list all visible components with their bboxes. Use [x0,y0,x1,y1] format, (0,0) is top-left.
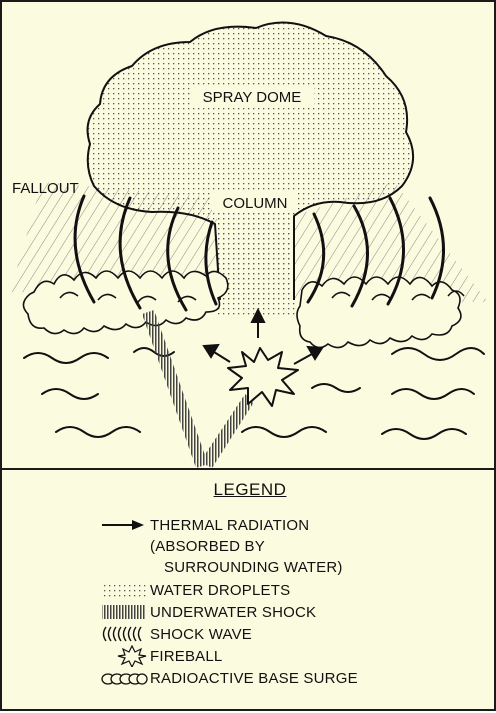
underwater-shock-swatch-icon [98,601,148,623]
legend-label-fireball: FIREBALL [150,648,222,665]
legend-label-water-droplets: WATER DROPLETS [150,582,290,599]
legend-item-underwater-shock: UNDERWATER SHOCK [98,601,478,623]
label-column: COLUMN [222,195,287,212]
legend-label-underwater-shock: UNDERWATER SHOCK [150,604,316,621]
label-spray-dome: SPRAY DOME [203,89,302,106]
shock-wave-swatch-icon [98,623,148,645]
label-fallout: FALLOUT [12,180,79,197]
legend-label-base-surge: RADIOACTIVE BASE SURGE [150,670,358,687]
base-surge-swatch-icon [98,667,148,689]
underwater-shock-beam-reflected [142,310,208,468]
legend-item-water-droplets: WATER DROPLETS [98,579,478,601]
legend-label-thermal-radiation: THERMAL RADIATION [150,517,309,534]
legend-note-line2: SURROUNDING WATER) [164,559,343,576]
underwater-shock-beam-direct [200,394,254,468]
legend-label-shock-wave: SHOCK WAVE [150,626,252,643]
thermal-radiation-arrow-icon [98,514,148,536]
legend-panel: LEGEND THERMAL RADIATION (ABSORBED BY SU… [2,470,496,713]
fireball-icon [98,645,148,667]
legend-item-fireball: FIREBALL [98,645,478,667]
fireball [228,348,298,406]
water-droplets-swatch-icon [98,579,148,601]
legend-title: LEGEND [2,480,496,500]
base-surge-right [297,277,464,348]
legend-item-base-surge: RADIOACTIVE BASE SURGE [98,667,478,689]
legend-item-thermal-radiation: THERMAL RADIATION [98,514,478,536]
legend-note-line1: (ABSORBED BY [150,538,265,555]
legend-item-shock-wave: SHOCK WAVE [98,623,478,645]
underwater-burst-diagram: SPRAY DOME COLUMN FALLOUT [2,2,496,470]
